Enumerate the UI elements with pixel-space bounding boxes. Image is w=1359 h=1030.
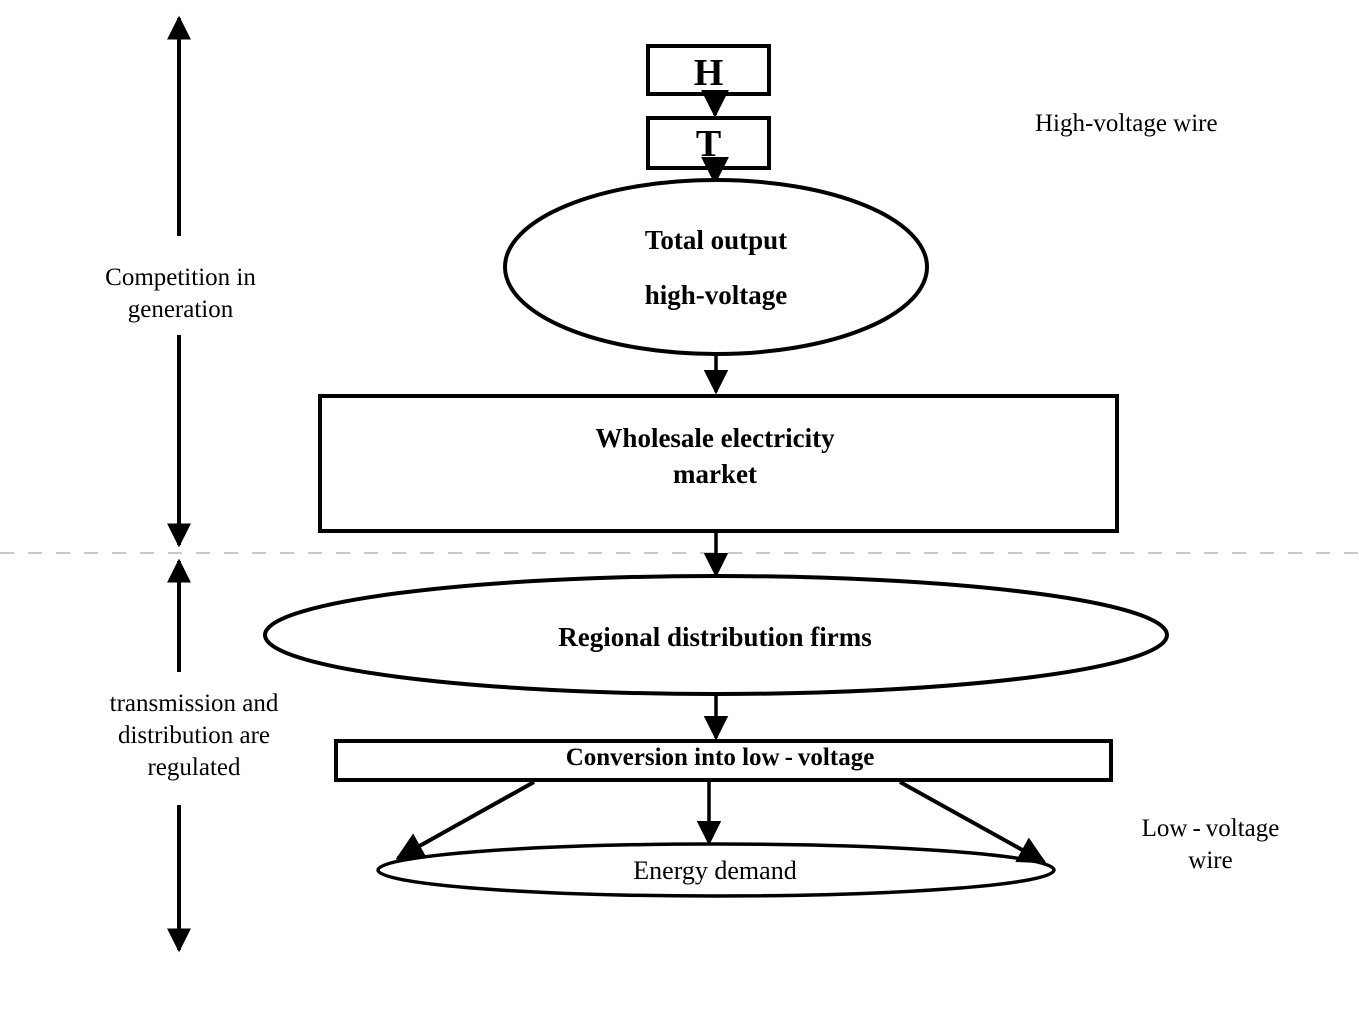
- conversion-box[interactable]: [334, 739, 1113, 782]
- high-voltage-wire-annotation: High-voltage wire: [1035, 110, 1218, 137]
- conversion-to-demand-left-arrow: [395, 780, 535, 860]
- regulated-annotation: transmission and distribution are regula…: [109, 690, 279, 781]
- regional-firms-ellipse[interactable]: [263, 574, 1169, 696]
- total-output-ellipse[interactable]: [503, 178, 929, 356]
- conversion-to-demand-right-arrow: [899, 780, 1047, 864]
- wholesale-market-box[interactable]: [318, 394, 1119, 533]
- t-box[interactable]: [646, 116, 771, 170]
- low-voltage-wire-annotation: Low - voltage wire: [1141, 815, 1280, 874]
- h-box[interactable]: [646, 44, 771, 96]
- competition-annotation: Competition in generation: [105, 264, 256, 323]
- energy-demand-ellipse[interactable]: [376, 842, 1056, 898]
